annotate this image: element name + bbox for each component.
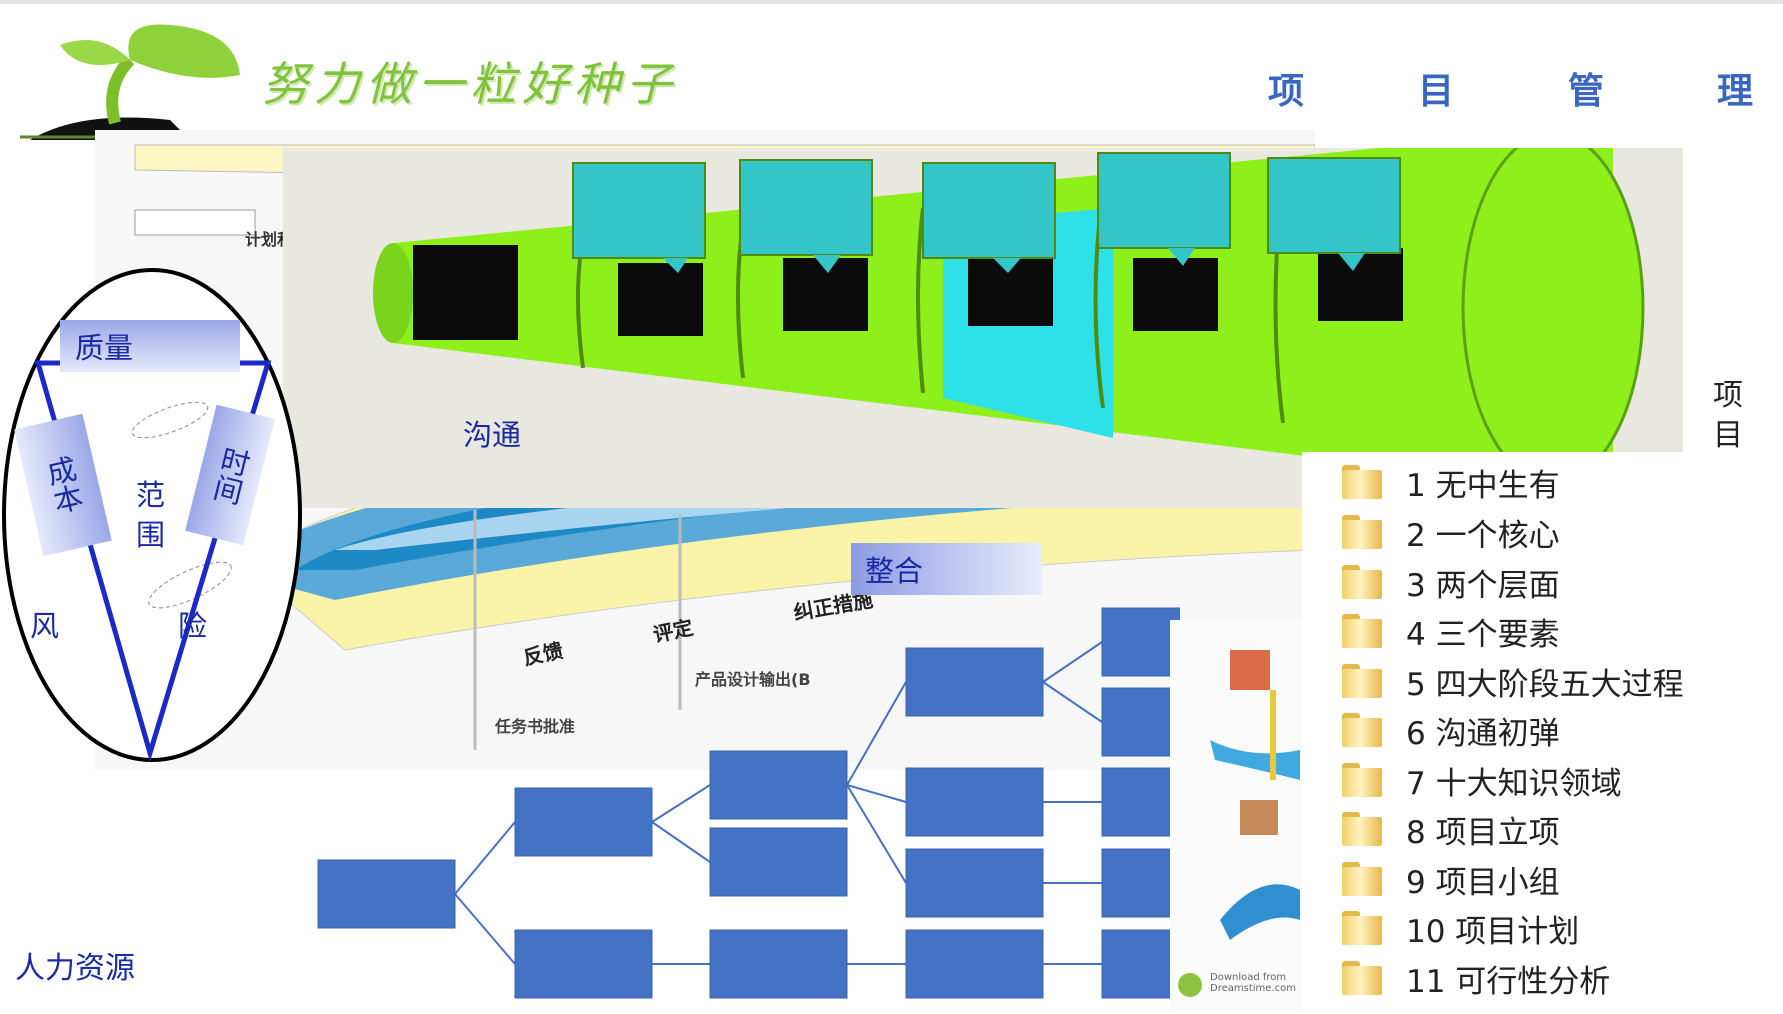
folder-item[interactable]: 5 四大阶段五大过程 — [1342, 661, 1684, 703]
folder-icon — [1342, 515, 1382, 549]
tree-node — [709, 827, 848, 897]
header-title-char: 目 — [1418, 71, 1455, 112]
folder-label: 11 可行性分析 — [1406, 963, 1611, 1000]
folder-label: 6 沟通初弹 — [1406, 715, 1560, 752]
folder-item[interactable]: 3 两个层面 — [1342, 562, 1560, 604]
tree-node — [1101, 607, 1180, 677]
folder-label: 5 四大阶段五大过程 — [1406, 666, 1684, 703]
folder-icon — [1342, 465, 1382, 499]
tree-node — [1101, 848, 1180, 918]
folder-icon — [1342, 664, 1382, 698]
tree-node — [905, 929, 1044, 999]
tree-node — [514, 929, 653, 999]
illustration-caption: Download from Dreamstime.com — [1210, 972, 1296, 994]
folder-item[interactable]: 1 无中生有 — [1342, 462, 1560, 504]
tree-node — [514, 787, 653, 857]
integration-label: 整合 — [865, 554, 924, 588]
integration-box — [851, 543, 1042, 595]
tree-node — [709, 929, 848, 999]
header-title-char: 理 — [1717, 71, 1754, 112]
quality-label: 质量 — [75, 331, 134, 365]
tree-node — [905, 848, 1044, 918]
workflow-plan-label: 计划和 — [245, 230, 293, 249]
folder-item[interactable]: 6 沟通初弹 — [1342, 710, 1560, 752]
folder-icon — [1342, 713, 1382, 747]
time-label: 时间 — [206, 442, 254, 508]
folder-label: 10 项目计划 — [1406, 913, 1580, 950]
communication-label: 沟通 — [463, 418, 522, 452]
tree-node — [709, 750, 848, 820]
water-splash-icon — [1178, 650, 1300, 997]
tree-node — [317, 859, 456, 929]
tree-node — [1101, 767, 1180, 837]
human-resources-label: 人力资源 — [15, 951, 135, 986]
stock-illustration: Download from Dreamstime.com — [1170, 620, 1305, 1010]
tree-node — [1101, 929, 1180, 999]
folder-item[interactable]: 7 十大知识领域 — [1342, 760, 1622, 802]
folder-icon — [1342, 614, 1382, 648]
folder-icon — [1342, 911, 1382, 945]
folder-item[interactable]: 4 三个要素 — [1342, 611, 1560, 653]
folder-item[interactable]: 8 项目立项 — [1342, 809, 1560, 851]
folder-label: 3 两个层面 — [1406, 567, 1560, 604]
scope-label-bottom: 围 — [136, 518, 166, 552]
slogan-text: 努力做一粒好种子 — [262, 57, 678, 111]
side-vertical-char: 项 — [1713, 378, 1743, 413]
folder-label: 2 一个核心 — [1406, 517, 1560, 554]
folder-list-panel: 1 无中生有 2 一个核心 3 两个层面 4 三个要素 5 四大阶段五大过程 6… — [1302, 452, 1783, 1010]
header-title-char: 管 — [1568, 71, 1605, 112]
quality-box — [60, 320, 240, 372]
risk-label-right: 险 — [178, 609, 208, 643]
folder-icon — [1342, 812, 1382, 846]
workflow-approval-label: 任务书批准 — [494, 717, 575, 736]
folder-label: 4 三个要素 — [1406, 616, 1560, 653]
folder-label: 7 十大知识领域 — [1406, 765, 1622, 802]
workflow-output-label: 产品设计输出(B — [695, 670, 811, 689]
risk-label-left: 风 — [30, 609, 60, 643]
folder-label: 8 项目立项 — [1406, 814, 1560, 851]
cost-label: 成本 — [39, 452, 87, 518]
funnel-source-box — [413, 245, 518, 340]
folder-label: 9 项目小组 — [1406, 864, 1560, 901]
folder-icon — [1342, 763, 1382, 797]
folder-icon — [1342, 961, 1382, 995]
folder-label: 1 无中生有 — [1406, 467, 1560, 504]
scope-label-top: 范 — [136, 478, 166, 512]
folder-item[interactable]: 11 可行性分析 — [1342, 958, 1611, 1000]
sprout-logo-icon — [20, 24, 240, 140]
header-title-char: 项 — [1268, 71, 1305, 112]
top-border — [0, 0, 1783, 4]
folder-item[interactable]: 9 项目小组 — [1342, 859, 1560, 901]
communication-funnel — [283, 148, 1683, 508]
wbs-tree-diagram — [317, 607, 1180, 999]
folder-item[interactable]: 10 项目计划 — [1342, 908, 1580, 950]
side-vertical-char: 目 — [1713, 418, 1743, 453]
tree-node — [905, 767, 1044, 837]
folder-icon — [1342, 862, 1382, 896]
tree-node — [905, 647, 1044, 717]
folder-item[interactable]: 2 一个核心 — [1342, 512, 1560, 554]
folder-icon — [1342, 565, 1382, 599]
tree-node — [1101, 687, 1180, 757]
